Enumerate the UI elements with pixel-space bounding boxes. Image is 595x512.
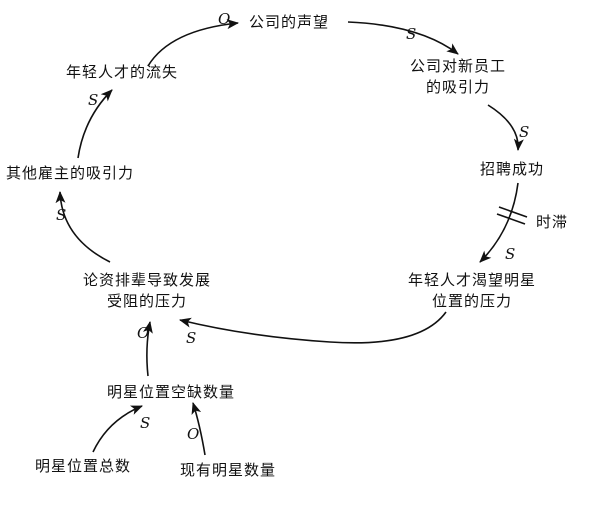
delay-mark-1 — [498, 206, 528, 218]
arrow-attractiveness-to-recruiting — [487, 104, 524, 151]
node-young-talent-loss: 年轻人才的流失 — [66, 63, 179, 81]
polarity-loss-to-reputation: O — [218, 10, 231, 28]
polarity-desire-to-seniority: S — [186, 329, 197, 347]
arrow-reputation-to-attractiveness — [347, 21, 459, 55]
arrow-loss-to-reputation — [147, 19, 239, 67]
node-seniority-pressure-line1: 论资排辈导致发展 — [82, 271, 211, 289]
delay-label: 时滞 — [536, 213, 569, 231]
node-seniority-pressure: 论资排辈导致发展 受阻的压力 — [62, 270, 232, 312]
arrow-desire-to-seniority — [179, 311, 447, 344]
node-star-vacancies: 明星位置空缺数量 — [107, 383, 236, 401]
node-young-talent-desire-line2: 位置的压力 — [431, 292, 512, 310]
node-company-attractiveness-line1: 公司对新员工 — [409, 57, 506, 75]
arrow-vacancies-to-seniority — [143, 321, 153, 377]
polarity-vacancies-to-seniority: O — [137, 324, 150, 342]
arrow-current-to-vacancies — [191, 402, 206, 456]
node-company-attractiveness: 公司对新员工 的吸引力 — [394, 56, 522, 98]
node-seniority-pressure-line2: 受阻的压力 — [106, 292, 187, 310]
polarity-reputation-to-attractiveness: S — [406, 25, 417, 43]
arrow-total-to-vacancies — [92, 405, 143, 453]
node-company-attractiveness-line2: 的吸引力 — [425, 78, 490, 96]
node-recruiting-success: 招聘成功 — [480, 160, 545, 178]
node-other-employers: 其他雇主的吸引力 — [6, 164, 135, 182]
arrow-recruiting-to-desire — [479, 182, 519, 263]
polarity-attractiveness-to-recruiting: S — [519, 123, 530, 141]
polarity-current-to-vacancies: O — [187, 425, 200, 443]
node-company-reputation: 公司的声望 — [249, 13, 330, 31]
polarity-seniority-to-other: S — [56, 206, 67, 224]
delay-mark-2 — [496, 213, 526, 225]
polarity-total-to-vacancies: S — [140, 414, 151, 432]
node-current-star-count: 现有明星数量 — [180, 461, 277, 479]
arrow-seniority-to-other — [55, 191, 111, 263]
node-total-star-positions: 明星位置总数 — [35, 457, 132, 475]
polarity-other-to-loss: S — [88, 91, 99, 109]
node-young-talent-desire: 年轻人才渴望明星 位置的压力 — [390, 270, 554, 312]
polarity-recruiting-to-desire: S — [505, 245, 516, 263]
node-young-talent-desire-line1: 年轻人才渴望明星 — [407, 271, 536, 289]
arrow-other-to-loss — [77, 89, 113, 159]
